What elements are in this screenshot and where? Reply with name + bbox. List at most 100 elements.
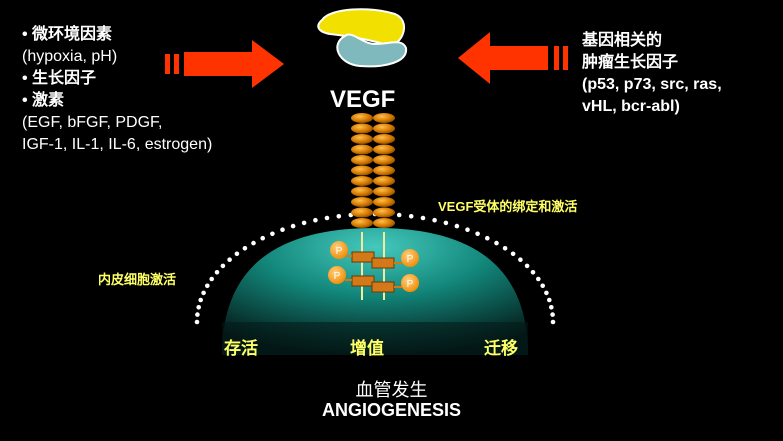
right-line: 基因相关的 [582,32,663,49]
right-line: 肿瘤生长因子 [582,54,679,71]
receptor-intracellular-domain [345,232,402,300]
svg-text:P: P [407,254,414,265]
membrane-dot [220,263,226,269]
membrane-dot [324,215,330,221]
svg-text:P: P [336,246,343,257]
receptor-bead [373,123,395,134]
left-line: • 微环境因素 [22,26,113,43]
membrane-dot [454,223,460,229]
membrane-dot [540,283,545,289]
left-line: (hypoxia, pH) [22,48,118,65]
left-arrow [165,40,284,88]
membrane-dot [251,240,256,246]
membrane-dot [547,297,552,303]
outcome-proliferation: 增值 [350,339,384,358]
receptor-bead [351,176,373,186]
vegf-receptor-chains [351,113,395,228]
membrane-dot [290,223,296,229]
receptor-bead [373,218,395,228]
left-line: • 激素 [22,92,65,109]
receptor-bead [351,207,373,218]
membrane-dot [544,290,549,296]
receptor-bead [351,165,373,176]
membrane-dot [510,251,516,257]
receptor-bead [373,176,395,186]
outcome-migration: 迁移 [484,339,518,358]
membrane-dot [420,215,426,221]
svg-text:P: P [407,279,414,290]
endothelial-activation-label: 内皮细胞激活 [98,272,177,287]
membrane-dot [242,246,248,251]
angiogenesis-cn-label: 血管发生 [355,380,428,400]
receptor-bead [351,144,373,155]
membrane-dot [502,246,508,251]
right-arrow [458,32,568,84]
angiogenesis-en-label: ANGIOGENESIS [321,400,462,420]
receptor-bead [351,218,373,228]
membrane-dot [336,214,342,219]
environmental-factors-list: • 微环境因素 (hypoxia, pH) • 生长因子 • 激素 (EGF, … [22,24,212,156]
membrane-dot [280,227,285,232]
membrane-dot [196,305,201,310]
receptor-bead [351,155,373,165]
membrane-dot [518,257,523,263]
cell-membrane-dots [194,211,556,325]
membrane-dot [195,312,200,317]
membrane-dot [536,276,541,282]
membrane-dot [494,240,499,246]
membrane-dot [201,290,206,296]
receptor-bead [373,207,395,218]
membrane-dot [549,305,554,310]
membrane-dot [465,227,470,232]
membrane-dot [227,257,232,263]
membrane-dot [550,319,556,325]
membrane-dot [443,220,449,226]
membrane-dot [485,235,490,241]
membrane-dot [194,319,200,325]
receptor-bead [373,134,395,144]
phosphate-group: P [328,266,346,284]
receptor-bead [373,144,395,155]
vegf-ligand-icon [317,8,408,68]
membrane-dot [396,212,402,218]
receptor-bead [351,186,373,197]
right-line: vHL, bcr-abl) [582,98,680,115]
membrane-dot [198,297,203,303]
membrane-dot [301,220,307,226]
membrane-dot [205,283,210,289]
tumor-growth-factors-list: 基因相关的 肿瘤生长因子 (p53, p73, src, ras, vHL, b… [582,30,722,118]
svg-text:P: P [334,271,341,282]
membrane-dot [408,214,414,219]
membrane-dot [550,312,555,317]
receptor-bead [373,113,395,123]
receptor-binding-label: VEGF受体的绑定和激活 [438,199,578,214]
membrane-dot [209,276,214,282]
receptor-bead [351,197,373,207]
receptor-bead [351,123,373,134]
left-line: (EGF, bFGF, PDGF, [22,114,163,131]
receptor-bead [373,197,395,207]
membrane-dot [234,251,240,257]
membrane-dot [260,235,266,241]
receptor-bead [373,155,395,165]
receptor-bead [373,165,395,176]
membrane-dot [475,231,480,237]
membrane-dot [530,270,536,275]
membrane-dot [214,270,220,275]
phosphate-group: P [401,274,419,292]
left-line: IGF-1, IL-1, IL-6, estrogen) [22,136,213,153]
membrane-dot [432,217,437,223]
right-line: (p53, p73, src, ras, [582,76,722,93]
phosphate-group: P [401,249,419,267]
outcome-survival: 存活 [224,339,258,358]
receptor-bead [351,113,373,123]
membrane-dot [313,217,318,223]
membrane-dot [270,231,275,237]
receptor-bead [373,186,395,197]
phosphate-group: P [330,241,348,259]
left-line: • 生长因子 [22,70,97,87]
receptor-bead [351,134,373,144]
vegf-title: VEGF [330,86,396,113]
membrane-dot [524,263,530,269]
